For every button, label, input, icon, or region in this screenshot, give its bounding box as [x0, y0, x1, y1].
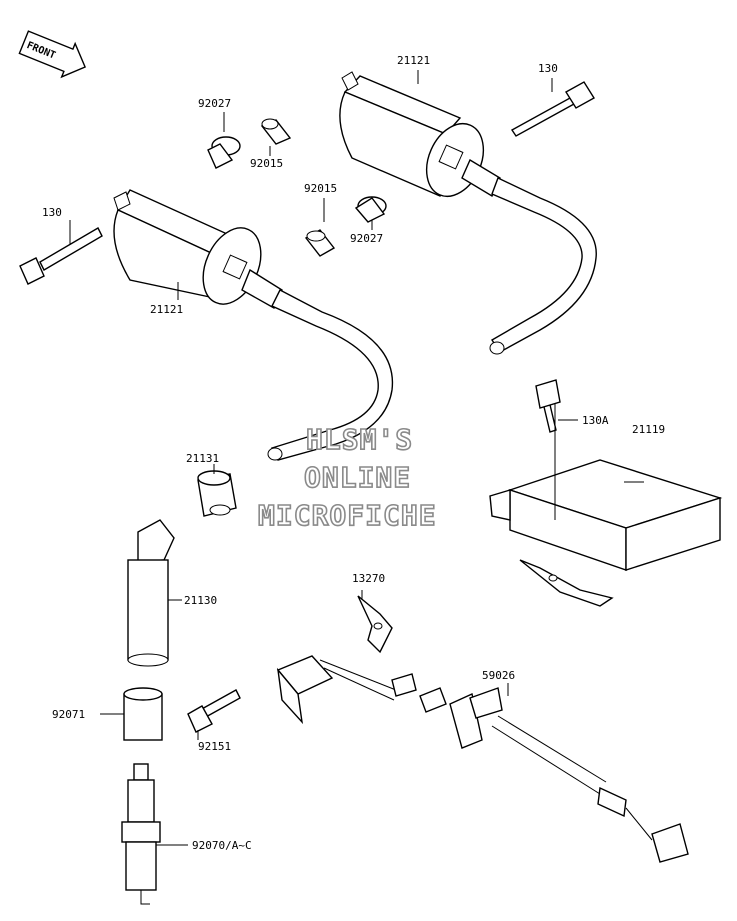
leader-lines — [69, 70, 644, 846]
spark-plug — [121, 763, 161, 905]
cap-seal — [197, 470, 237, 517]
label-collar-center: 92027 — [350, 232, 383, 245]
igniter — [489, 404, 723, 607]
label-coil-lower: 21121 — [150, 303, 183, 316]
pickup-sensor — [276, 655, 417, 725]
watermark-line-3: MICROFICHE — [258, 499, 437, 532]
plug-cap — [127, 519, 175, 667]
label-bushing-upper-left: 92015 — [250, 157, 283, 170]
collar-upper-left — [207, 136, 241, 169]
sleeve — [123, 687, 163, 741]
screw — [187, 689, 241, 733]
label-bolt-upper: 130 — [538, 62, 558, 75]
bushing-upper-left — [260, 118, 292, 145]
label-bolt-igniter: 130A — [582, 414, 609, 427]
watermark-line-1: HLSM'S — [306, 423, 413, 456]
label-igniter: 21119 — [632, 423, 665, 436]
clamp — [419, 687, 689, 863]
label-screw: 92151 — [198, 740, 231, 753]
bushing-center — [304, 229, 336, 257]
label-coil-upper: 21121 — [397, 54, 430, 67]
label-collar-upper-left: 92027 — [198, 97, 231, 110]
label-plug-cap: 21130 — [184, 594, 217, 607]
label-sleeve: 92071 — [52, 708, 85, 721]
bolt-left — [19, 227, 103, 285]
bracket — [357, 595, 393, 654]
label-clamp: 59026 — [482, 669, 515, 682]
front-arrow-icon: FRONT — [18, 30, 87, 79]
label-bolt-left: 130 — [42, 206, 62, 219]
collar-center — [354, 196, 387, 223]
label-bushing-center: 92015 — [304, 182, 337, 195]
bolt-upper — [510, 81, 595, 137]
label-spark-plug: 92070/A~C — [192, 839, 252, 852]
ignition-coil-lower — [113, 189, 394, 461]
label-bracket: 13270 — [352, 572, 385, 585]
bolt-igniter — [535, 379, 561, 433]
watermark-line-2: ONLINE — [304, 461, 411, 494]
label-cap-seal: 21131 — [186, 452, 219, 465]
ignition-coil-upper — [339, 71, 597, 355]
